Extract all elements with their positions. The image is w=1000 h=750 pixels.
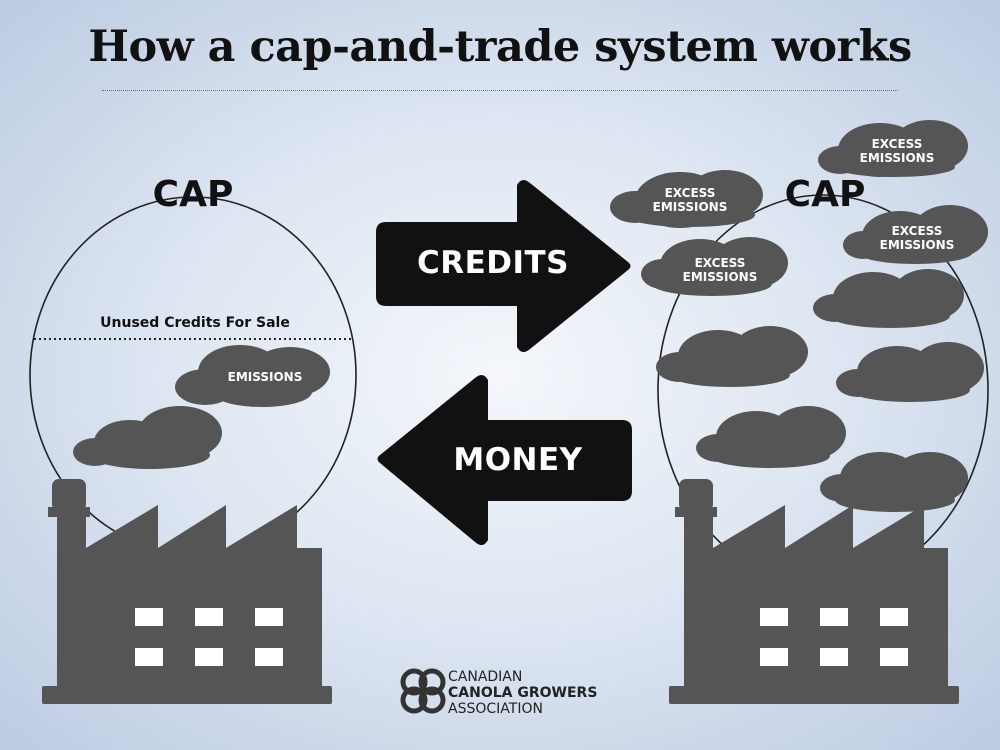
left-lower-cloud-icon <box>73 406 222 469</box>
left-emissions-label: EMISSIONS <box>227 370 303 384</box>
right-excess-cloud-2-icon <box>818 120 968 177</box>
logo-line-2: CANOLA GROWERS <box>448 685 598 701</box>
logo-line-1: CANADIAN <box>448 669 523 685</box>
right-excess-cloud-1-icon <box>610 170 763 228</box>
arrow-right-icon <box>376 179 631 353</box>
logo-line-3: ASSOCIATION <box>448 701 543 717</box>
right-cloud-8-icon <box>696 406 846 468</box>
association-logo-text: CANADIAN CANOLA GROWERS ASSOCIATION <box>448 669 597 717</box>
logo-icon <box>400 668 446 714</box>
left-factory-windows <box>135 608 283 666</box>
money-arrow-label: MONEY <box>453 442 583 478</box>
left-emissions-cloud-icon <box>175 345 330 407</box>
right-excess-cloud-3-icon <box>843 205 988 264</box>
right-excess-label-1: EXCESS EMISSIONS <box>652 186 728 214</box>
credits-arrow-label: CREDITS <box>416 245 570 281</box>
left-factory-icon <box>42 479 332 704</box>
right-factory-windows <box>760 608 908 666</box>
right-factory-icon <box>669 479 959 704</box>
right-excess-label-4: EXCESS EMISSIONS <box>682 256 758 284</box>
right-cap-label: CAP <box>784 174 866 215</box>
right-cloud-7-icon <box>836 342 984 402</box>
right-excess-label-3: EXCESS EMISSIONS <box>879 224 955 252</box>
left-cap-label: CAP <box>152 174 234 215</box>
right-cloud-9-icon <box>820 452 968 512</box>
right-excess-cloud-4-icon <box>641 237 788 296</box>
right-excess-label-2: EXCESS EMISSIONS <box>859 137 935 165</box>
title-divider <box>102 90 898 91</box>
unused-credits-label: Unused Credits For Sale <box>100 315 290 331</box>
right-cloud-5-icon <box>813 269 964 328</box>
arrow-left-icon <box>377 374 632 546</box>
page-title: How a cap-and-trade system works <box>88 22 912 72</box>
right-cloud-6-icon <box>656 326 808 387</box>
